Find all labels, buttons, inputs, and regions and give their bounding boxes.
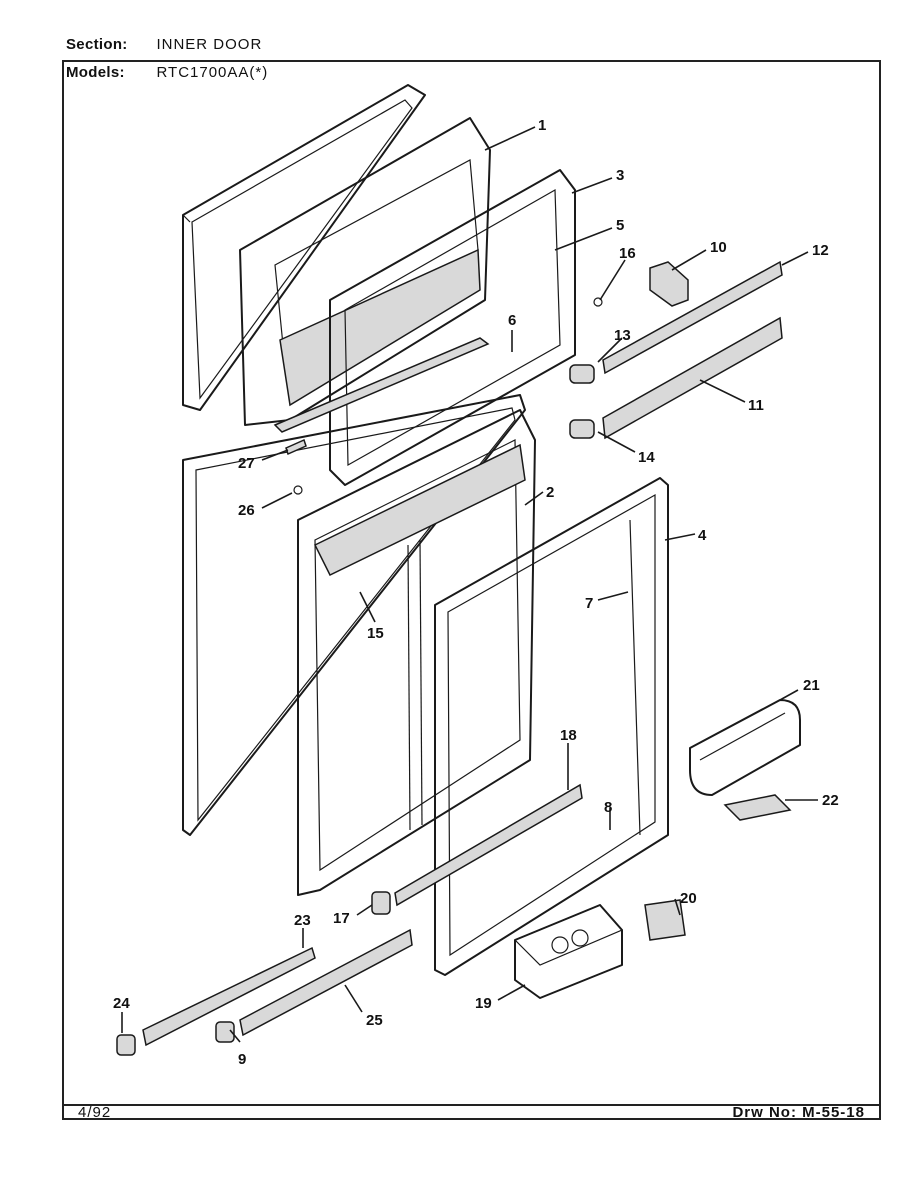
callout-10: 10 <box>710 239 727 256</box>
part-27-clip <box>285 438 307 456</box>
callout-12: 12 <box>812 242 829 259</box>
callout-labels: 1 2 3 4 5 6 7 8 9 10 11 12 13 14 15 16 1… <box>113 117 839 1068</box>
callout-24: 24 <box>113 995 130 1012</box>
callout-1: 1 <box>538 117 546 134</box>
drawing-number: Drw No: M-55-18 <box>732 1104 865 1121</box>
part-2-lower-liner <box>297 409 536 896</box>
callout-3: 3 <box>616 167 624 184</box>
callout-25: 25 <box>366 1012 383 1029</box>
part-14-end-cap <box>569 419 595 439</box>
part-12-trim-bar <box>602 260 783 375</box>
callout-9: 9 <box>238 1051 246 1068</box>
part-3-upper-gasket <box>329 169 576 486</box>
callout-15: 15 <box>367 625 384 642</box>
part-18-trim-bar <box>394 783 583 907</box>
section-header: Section: INNER DOOR <box>66 36 262 53</box>
part-21-dairy-cover <box>689 699 801 796</box>
part-25-trim-bar <box>239 928 413 1037</box>
callout-2: 2 <box>546 484 554 501</box>
part-6-rail <box>273 337 490 433</box>
callout-23: 23 <box>294 912 311 929</box>
part-13-end-cap <box>569 364 595 384</box>
part-7-gasket-strip <box>629 519 641 836</box>
callout-13: 13 <box>614 327 631 344</box>
part-19-butter-bin <box>513 904 623 999</box>
section-value: INNER DOOR <box>156 36 263 53</box>
callout-17: 17 <box>333 910 350 927</box>
callout-4: 4 <box>698 527 707 544</box>
callout-19: 19 <box>475 995 492 1012</box>
models-header: Models: RTC1700AA(*) <box>66 64 268 81</box>
part-9-end-cap <box>215 1021 235 1043</box>
callout-26: 26 <box>238 502 255 519</box>
models-value: RTC1700AA(*) <box>156 64 269 81</box>
part-23-trim-bar <box>142 946 316 1047</box>
callout-22: 22 <box>822 792 839 809</box>
part-4-lower-gasket <box>434 477 669 976</box>
part-17-end-cap <box>371 891 391 915</box>
section-label: Section: <box>66 36 128 53</box>
leader-lines <box>121 126 818 1043</box>
upper-door-panel <box>182 84 426 411</box>
footer-date: 4/92 <box>78 1104 112 1121</box>
callout-8: 8 <box>604 799 612 816</box>
models-label: Models: <box>66 64 125 81</box>
callout-7: 7 <box>585 595 593 612</box>
part-10-end-cap <box>649 261 689 307</box>
lower-door-panel <box>182 394 526 836</box>
drawing-frame <box>62 60 881 1120</box>
part-1-upper-liner <box>239 117 491 426</box>
callout-6: 6 <box>508 312 516 329</box>
callout-18: 18 <box>560 727 577 744</box>
callout-5: 5 <box>616 217 624 234</box>
callout-14: 14 <box>638 449 655 466</box>
part-11-trim-bar <box>602 316 783 440</box>
part-22-plate <box>723 794 792 821</box>
callout-11: 11 <box>748 397 764 414</box>
callout-27: 27 <box>238 455 255 472</box>
footer-divider <box>62 1104 881 1106</box>
callout-16: 16 <box>619 245 636 262</box>
part-26-screw <box>293 485 303 495</box>
callout-21: 21 <box>803 677 820 694</box>
callout-20: 20 <box>680 890 697 907</box>
part-24-end-cap <box>116 1034 136 1056</box>
part-20-bracket <box>644 899 686 941</box>
part-16-screw <box>593 297 603 307</box>
